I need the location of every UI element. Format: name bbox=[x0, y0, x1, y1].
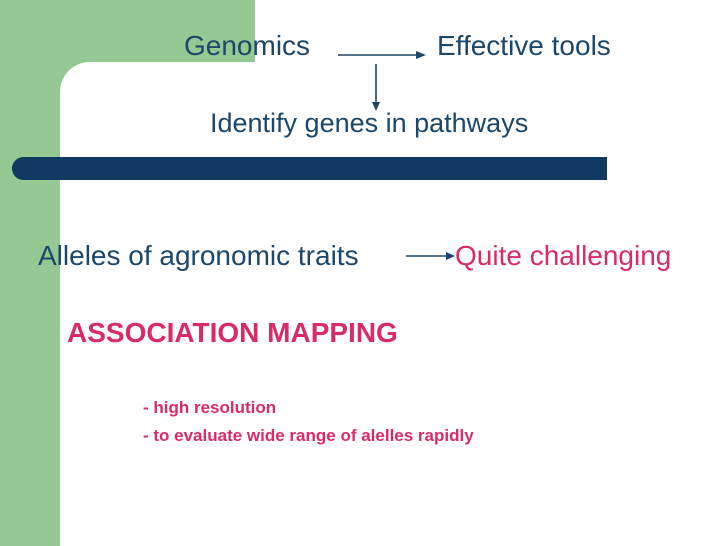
association-mapping-heading: ASSOCIATION MAPPING bbox=[67, 317, 398, 348]
arrow-down-icon bbox=[372, 64, 380, 111]
identify-genes-label: Identify genes in pathways bbox=[210, 108, 529, 138]
quite-challenging-label: Quite challenging bbox=[455, 240, 672, 271]
arrow-right-icon bbox=[338, 51, 426, 59]
effective-tools-label: Effective tools bbox=[437, 30, 611, 61]
green-left-column bbox=[0, 0, 60, 546]
navy-accent-bar bbox=[12, 157, 607, 180]
bullet-high-resolution: - high resolution bbox=[143, 398, 277, 417]
arrow-right-icon bbox=[406, 252, 455, 260]
content-card bbox=[60, 62, 728, 546]
genomics-label: Genomics bbox=[184, 30, 311, 61]
bullet-evaluate-alleles: - to evaluate wide range of alelles rapi… bbox=[143, 426, 474, 445]
alleles-traits-label: Alleles of agronomic traits bbox=[38, 240, 359, 271]
